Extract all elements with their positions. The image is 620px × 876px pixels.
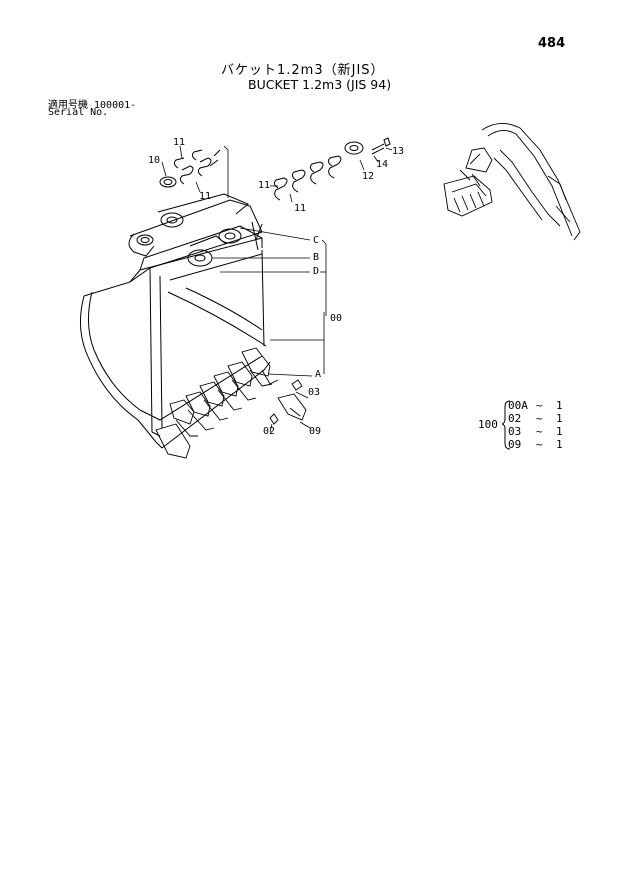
callout-00: 00 (330, 313, 343, 324)
callout-11-a: 11 (173, 137, 186, 148)
separator: ~ (536, 412, 543, 425)
callout-D: D (313, 266, 320, 277)
pin-ring-parts-left (159, 149, 221, 188)
part-number: 00A (508, 399, 528, 412)
quantity-row: 02 ~ 1 (508, 412, 568, 425)
callout-03: 03 (308, 387, 321, 398)
quantity: 1 (556, 438, 563, 451)
quantity-group-number: 100 (478, 418, 498, 431)
serial-label-english: Serial No. (48, 107, 109, 118)
callout-B: B (313, 252, 320, 263)
callout-12: 12 (362, 171, 375, 182)
brace-icon (502, 400, 511, 450)
callout-A: A (315, 369, 322, 380)
separator: ~ (536, 399, 543, 412)
pin-ring-parts-right (273, 137, 391, 201)
callout-C: C (313, 235, 320, 246)
separator: ~ (536, 438, 543, 451)
callout-09: 09 (309, 426, 322, 437)
callout-13: 13 (392, 146, 405, 157)
quantity: 1 (556, 425, 563, 438)
excavator-thumbnail-icon (443, 123, 581, 241)
callout-11-d: 11 (294, 203, 307, 214)
quantity-row: 03 ~ 1 (508, 425, 568, 438)
bucket-teeth (155, 347, 307, 459)
page-number: 484 (538, 36, 566, 51)
callout-14: 14 (376, 159, 389, 170)
quantity-row: 00A ~ 1 (508, 399, 568, 412)
title-english: BUCKET 1.2m3 (JIS 94) (248, 77, 392, 92)
bucket-body (80, 193, 271, 449)
callout-10: 10 (148, 155, 161, 166)
serial-label-japanese: 適用号機 100001- (48, 100, 137, 111)
callout-11-b: 11 (199, 191, 212, 202)
quantity: 1 (556, 412, 563, 425)
part-number: 02 (508, 412, 522, 425)
quantity-row: 09 ~ 1 (508, 438, 568, 451)
callout-02: 02 (263, 426, 276, 437)
callout-11-c: 11 (258, 180, 271, 191)
quantity: 1 (556, 399, 563, 412)
part-number: 03 (508, 425, 522, 438)
leader-lines (161, 145, 393, 433)
part-number: 09 (508, 438, 522, 451)
separator: ~ (536, 425, 543, 438)
title-japanese: バケット1.2m3（新JIS） (221, 63, 385, 78)
